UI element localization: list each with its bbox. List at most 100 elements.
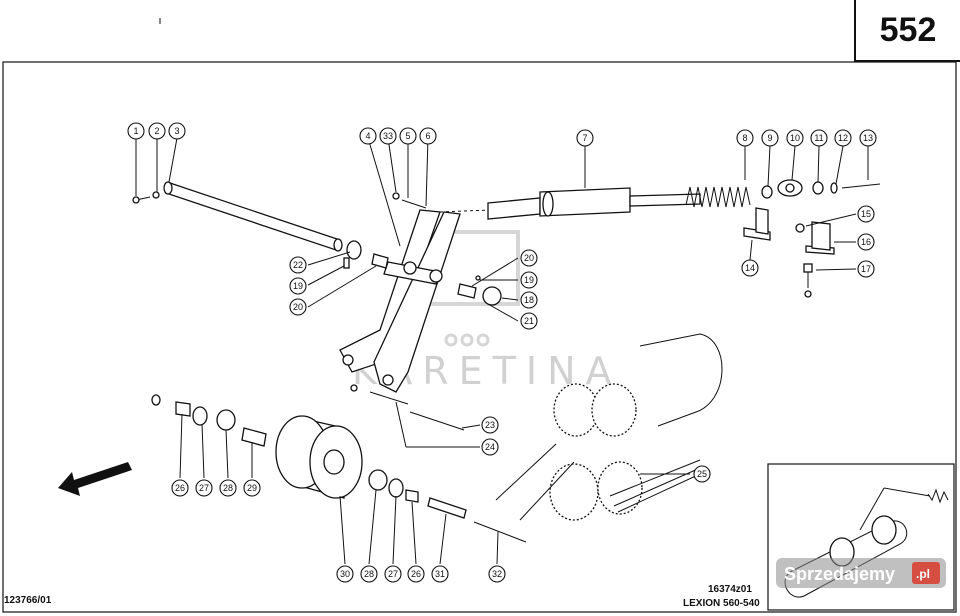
callout-label: 4 bbox=[365, 131, 370, 141]
bushing-20b bbox=[457, 283, 477, 299]
washer-22 bbox=[346, 240, 362, 260]
callout-5: 5 bbox=[399, 127, 417, 145]
callout-24: 24 bbox=[481, 438, 499, 456]
callout-7: 7 bbox=[576, 129, 594, 147]
callout-label: 18 bbox=[524, 295, 534, 305]
nut-24 bbox=[350, 384, 358, 392]
circlip-27a bbox=[192, 406, 208, 426]
nut-11 bbox=[812, 181, 824, 195]
callout-8: 8 bbox=[736, 129, 754, 147]
callout-23: 23 bbox=[481, 416, 499, 434]
callout-28b: 28 bbox=[360, 565, 378, 583]
ad-badge[interactable]: Sprzedajemy .pl bbox=[776, 558, 946, 588]
callout-10: 10 bbox=[786, 129, 804, 147]
doc-reference: 123766/01 bbox=[4, 595, 52, 606]
callout-label: 33 bbox=[383, 131, 393, 141]
rod-24 bbox=[369, 391, 409, 405]
callout-label: 11 bbox=[814, 133, 823, 143]
belt-25 bbox=[549, 383, 643, 521]
callout-label: 9 bbox=[767, 133, 772, 143]
bolt-17 bbox=[803, 263, 813, 298]
callout-label: 19 bbox=[524, 275, 534, 285]
callout-26b: 26 bbox=[407, 565, 425, 583]
callout-label: 26 bbox=[411, 569, 421, 579]
callout-label: 28 bbox=[364, 569, 374, 579]
callout-label: 30 bbox=[340, 569, 350, 579]
callout-12: 12 bbox=[834, 129, 852, 147]
washer-12 bbox=[830, 182, 838, 194]
callout-label: 23 bbox=[485, 420, 495, 430]
nut-26a bbox=[151, 394, 161, 406]
pin-5 bbox=[401, 199, 427, 209]
callout-label: 13 bbox=[863, 133, 873, 143]
callout-30: 30 bbox=[336, 565, 354, 583]
callout-32: 32 bbox=[488, 565, 506, 583]
sleeve-26b bbox=[405, 489, 419, 503]
callout-2: 2 bbox=[148, 122, 166, 140]
callout-13: 13 bbox=[859, 129, 877, 147]
callout-label: 20 bbox=[524, 253, 534, 263]
pin-19 bbox=[343, 257, 350, 269]
callout-label: 10 bbox=[790, 133, 800, 143]
callout-label: 12 bbox=[838, 133, 848, 143]
callout-33: 33 bbox=[379, 127, 397, 145]
shaft-31 bbox=[427, 497, 467, 519]
callout-22: 22 bbox=[289, 256, 307, 274]
direction-arrow bbox=[58, 462, 132, 496]
callout-label: 17 bbox=[861, 264, 871, 274]
callout-11: 11 bbox=[810, 129, 828, 147]
callout-label: 6 bbox=[425, 131, 430, 141]
page-number: 552 bbox=[879, 10, 937, 49]
callout-label: 15 bbox=[861, 209, 871, 219]
model-label: LEXION 560-540 bbox=[683, 598, 760, 609]
callout-29: 29 bbox=[243, 479, 261, 497]
callout-31: 31 bbox=[431, 565, 449, 583]
callout-label: 5 bbox=[405, 131, 410, 141]
callout-label: 29 bbox=[247, 483, 257, 493]
callout-19b: 19 bbox=[520, 271, 538, 289]
inset-detail bbox=[767, 463, 955, 611]
pin-19b bbox=[475, 275, 481, 281]
callout-label: 16 bbox=[861, 237, 871, 247]
callout-label: 22 bbox=[293, 260, 303, 270]
callout-27b: 27 bbox=[384, 565, 402, 583]
bushing-20 bbox=[371, 253, 389, 269]
page-border bbox=[2, 61, 957, 613]
callout-16: 16 bbox=[857, 233, 875, 251]
callout-label: 20 bbox=[293, 302, 303, 312]
leader-lines bbox=[135, 137, 869, 565]
bolt-32 bbox=[473, 521, 527, 543]
callout-label: 7 bbox=[582, 133, 587, 143]
callout-28a: 28 bbox=[219, 479, 237, 497]
rod-23 bbox=[409, 411, 465, 431]
washer-2 bbox=[152, 191, 160, 199]
drawing-code: 16374z01 bbox=[708, 584, 752, 595]
spring-8 bbox=[685, 186, 751, 208]
callout-1: 1 bbox=[127, 122, 145, 140]
callout-label: 8 bbox=[742, 133, 747, 143]
callout-label: 3 bbox=[174, 126, 179, 136]
callout-label: 26 bbox=[175, 483, 185, 493]
callout-27a: 27 bbox=[195, 479, 213, 497]
callout-20a: 20 bbox=[289, 298, 307, 316]
bolt-13 bbox=[841, 183, 881, 189]
callout-15: 15 bbox=[857, 205, 875, 223]
callout-label: 28 bbox=[223, 483, 233, 493]
callout-label: 25 bbox=[697, 469, 707, 479]
bearing-18 bbox=[482, 286, 502, 306]
bracket-10 bbox=[777, 179, 803, 197]
callout-label: 24 bbox=[485, 442, 495, 452]
callout-4: 4 bbox=[359, 127, 377, 145]
callout-6: 6 bbox=[419, 127, 437, 145]
callout-label: 27 bbox=[199, 483, 209, 493]
callout-3: 3 bbox=[168, 122, 186, 140]
washer-33 bbox=[392, 192, 400, 200]
tensioner-rod-7 bbox=[439, 187, 701, 220]
callout-label: 27 bbox=[388, 569, 398, 579]
ad-badge-text: Sprzedajemy bbox=[784, 564, 895, 584]
bracket-16 bbox=[805, 221, 835, 255]
callout-label: 19 bbox=[293, 281, 303, 291]
bearing-28b bbox=[368, 469, 388, 491]
callout-label: 14 bbox=[745, 263, 755, 273]
